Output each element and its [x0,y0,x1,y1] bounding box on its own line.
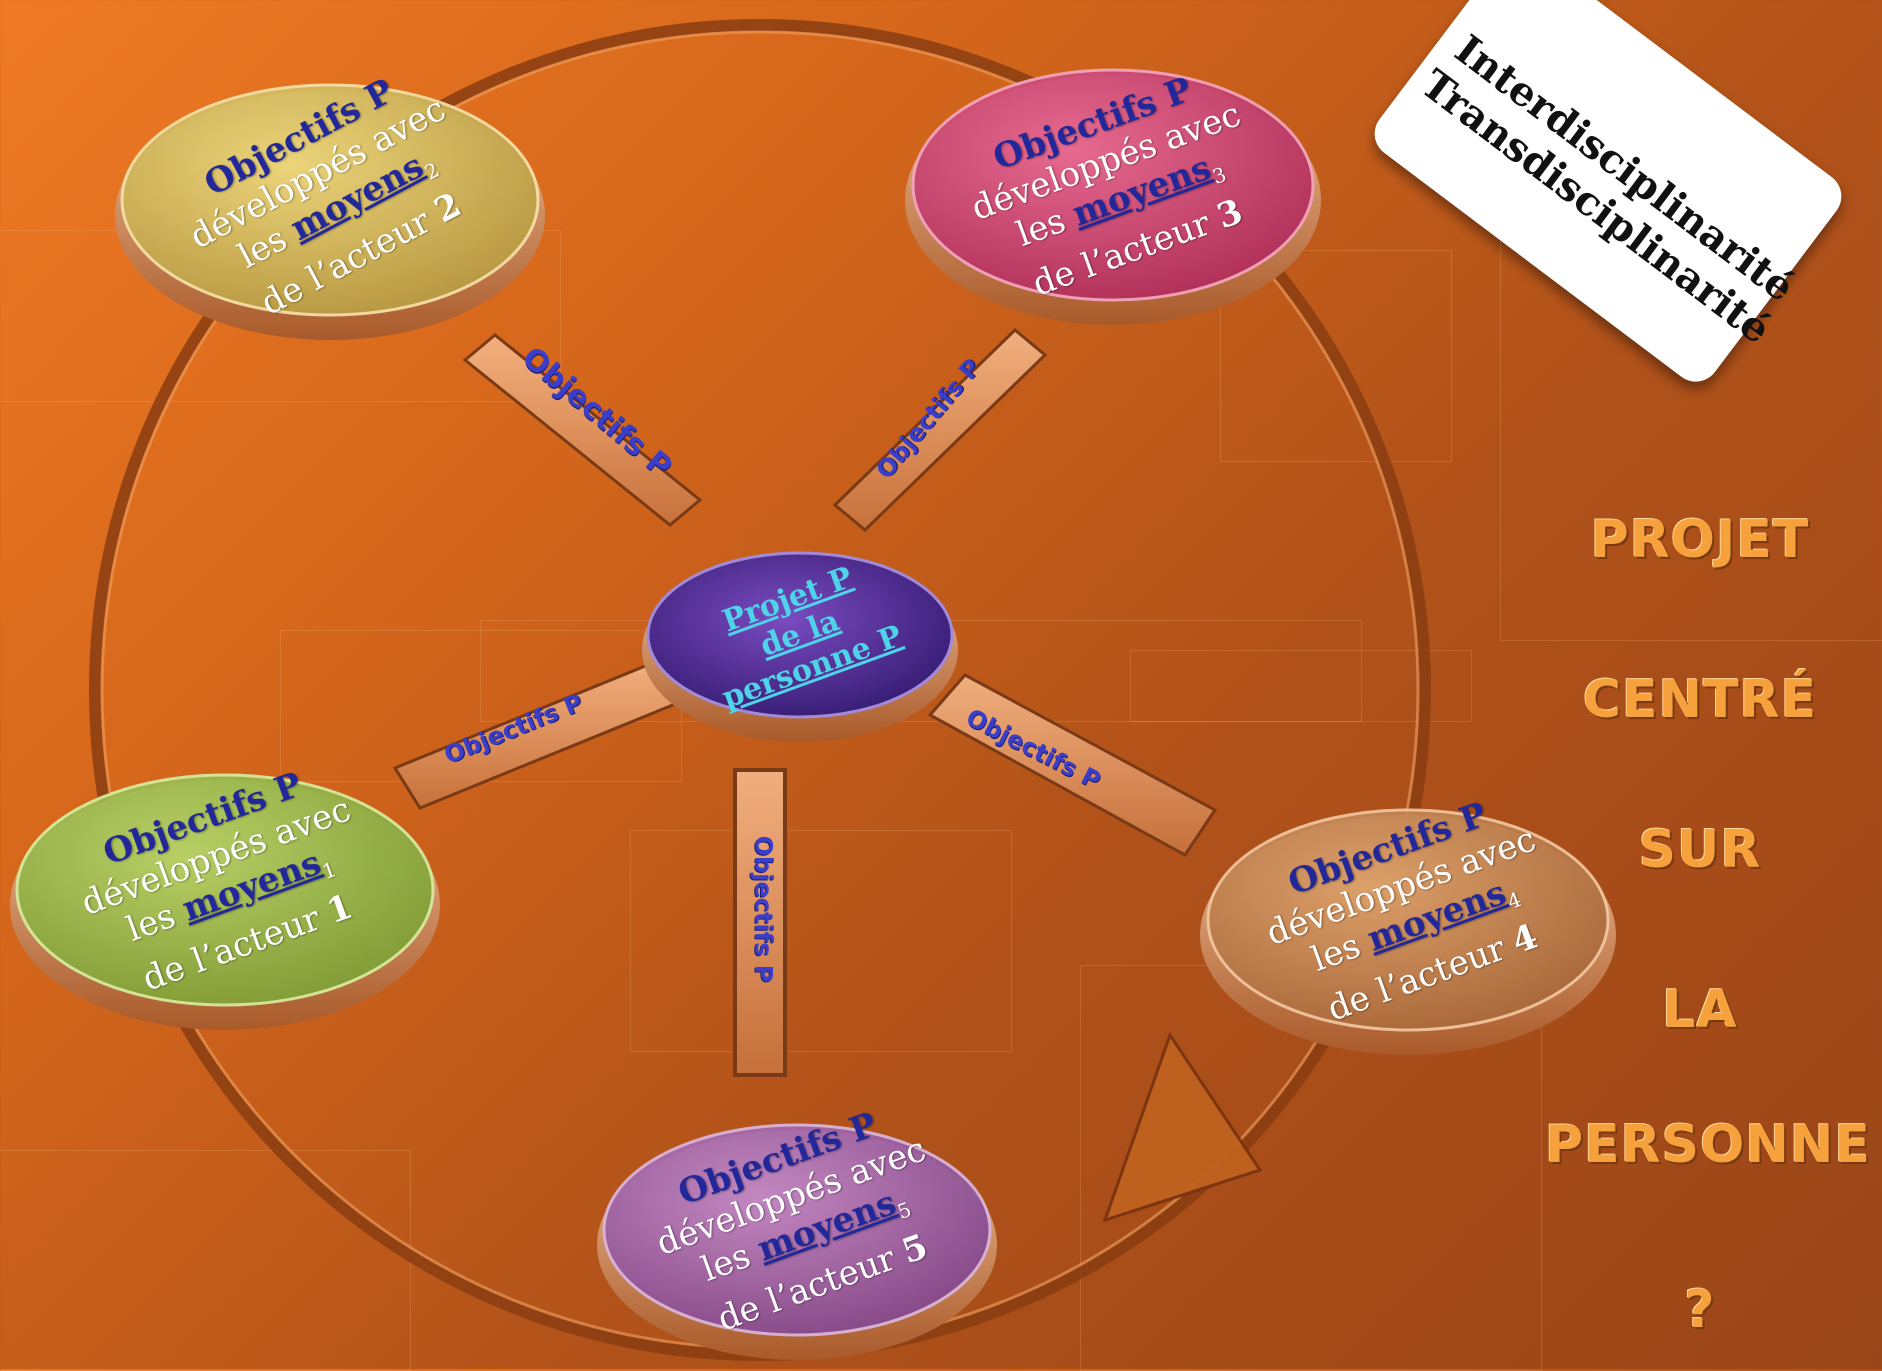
center-disk-shape [642,551,958,742]
disk-3-shape [905,68,1321,325]
disk-1-shape [10,773,440,1030]
bg-frame [1220,250,1452,462]
title-word-la: LA [1662,980,1738,1040]
title-word-personne: PERSONNE [1545,1115,1871,1175]
title-word-projet: PROJET [1590,510,1810,570]
title-question-mark: ? [1684,1280,1716,1340]
bar-bottom [733,768,787,1077]
disk-3-number: 3 [1211,191,1248,238]
cycle-arrow-head [1102,1031,1263,1223]
bar-top-left [462,333,703,527]
bg-frame [1500,0,1882,641]
disk-5-number: 5 [896,1226,933,1273]
disk-4-shape [1200,808,1616,1055]
disk-2-shape [115,83,545,340]
disk-1-number: 1 [321,886,358,933]
bar-right [927,673,1218,857]
bar-left [392,658,688,810]
title-word-centre: CENTRÉ [1582,670,1818,730]
bar-label-bottom: Objectifs P [749,835,778,983]
disk-5-shape [597,1123,997,1360]
bg-frame [630,830,1012,1052]
bar-top-right [832,327,1048,533]
bg-frame [1130,650,1472,722]
title-word-sur: SUR [1638,820,1762,880]
disk-4-number: 4 [1506,916,1543,963]
